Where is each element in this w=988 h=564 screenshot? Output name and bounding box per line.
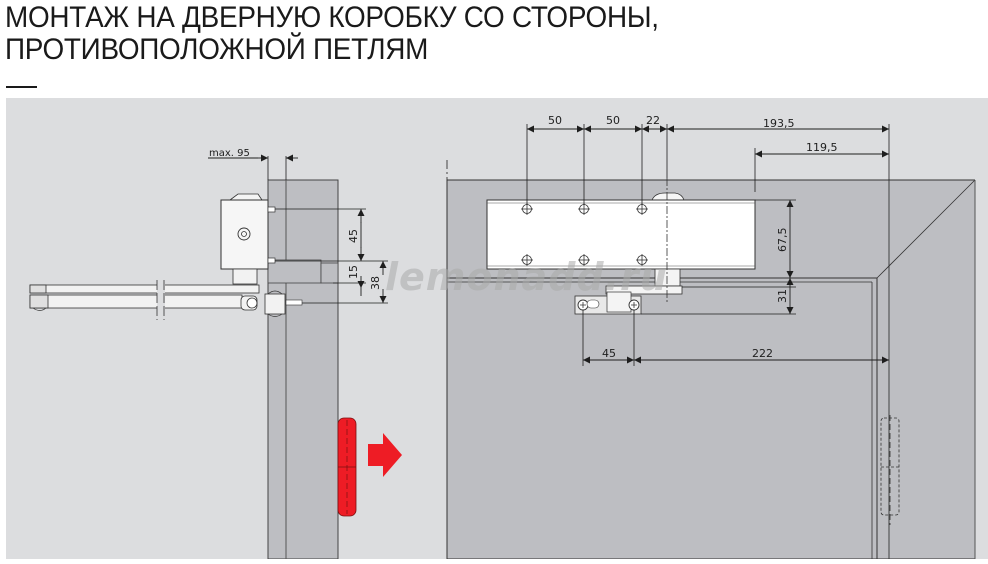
closer-body-front [486,199,756,270]
closer-body-side [220,199,269,270]
door-hinge-hidden-icon [880,415,900,525]
title-line-1: МОНТАЖ НА ДВЕРНУЮ КОРОБКУ СО СТОРОНЫ, [5,1,659,34]
door-hinge-icon [337,417,357,517]
dim-45-front: 45 [602,347,616,360]
watermark: lemonadd.ru [385,255,668,299]
installation-diagram: max. 95 45 15 38 [0,98,988,560]
dim-67-5: 67,5 [776,228,789,253]
dim-38-side: 38 [369,276,382,290]
dim-31: 31 [776,289,789,303]
door-frame-side [267,179,339,560]
dim-max-95: max. 95 [209,148,250,159]
dim-45-side: 45 [347,229,360,243]
dim-119-5: 119,5 [806,141,838,154]
closer-arm [29,284,260,294]
dim-15-side: 15 [347,265,360,279]
dim-50-b: 50 [606,114,620,127]
dim-193-5: 193,5 [763,117,795,130]
dim-50-a: 50 [548,114,562,127]
dim-222: 222 [752,347,773,360]
title-line-2: ПРОТИВОПОЛОЖНОЙ ПЕТЛЯМ [5,33,429,66]
title-underline [6,86,37,88]
arrow-right-icon [368,433,402,477]
page-title: МОНТАЖ НА ДВЕРНУЮ КОРОБКУ СО СТОРОНЫ, ПР… [5,2,659,66]
dim-22: 22 [646,114,660,127]
adjust-screw-icon [237,227,251,241]
front-view: 50 50 22 193,5 119,5 67,5 31 45 [446,114,976,560]
door-leaf [446,277,878,560]
side-view: max. 95 45 15 38 [29,148,402,560]
